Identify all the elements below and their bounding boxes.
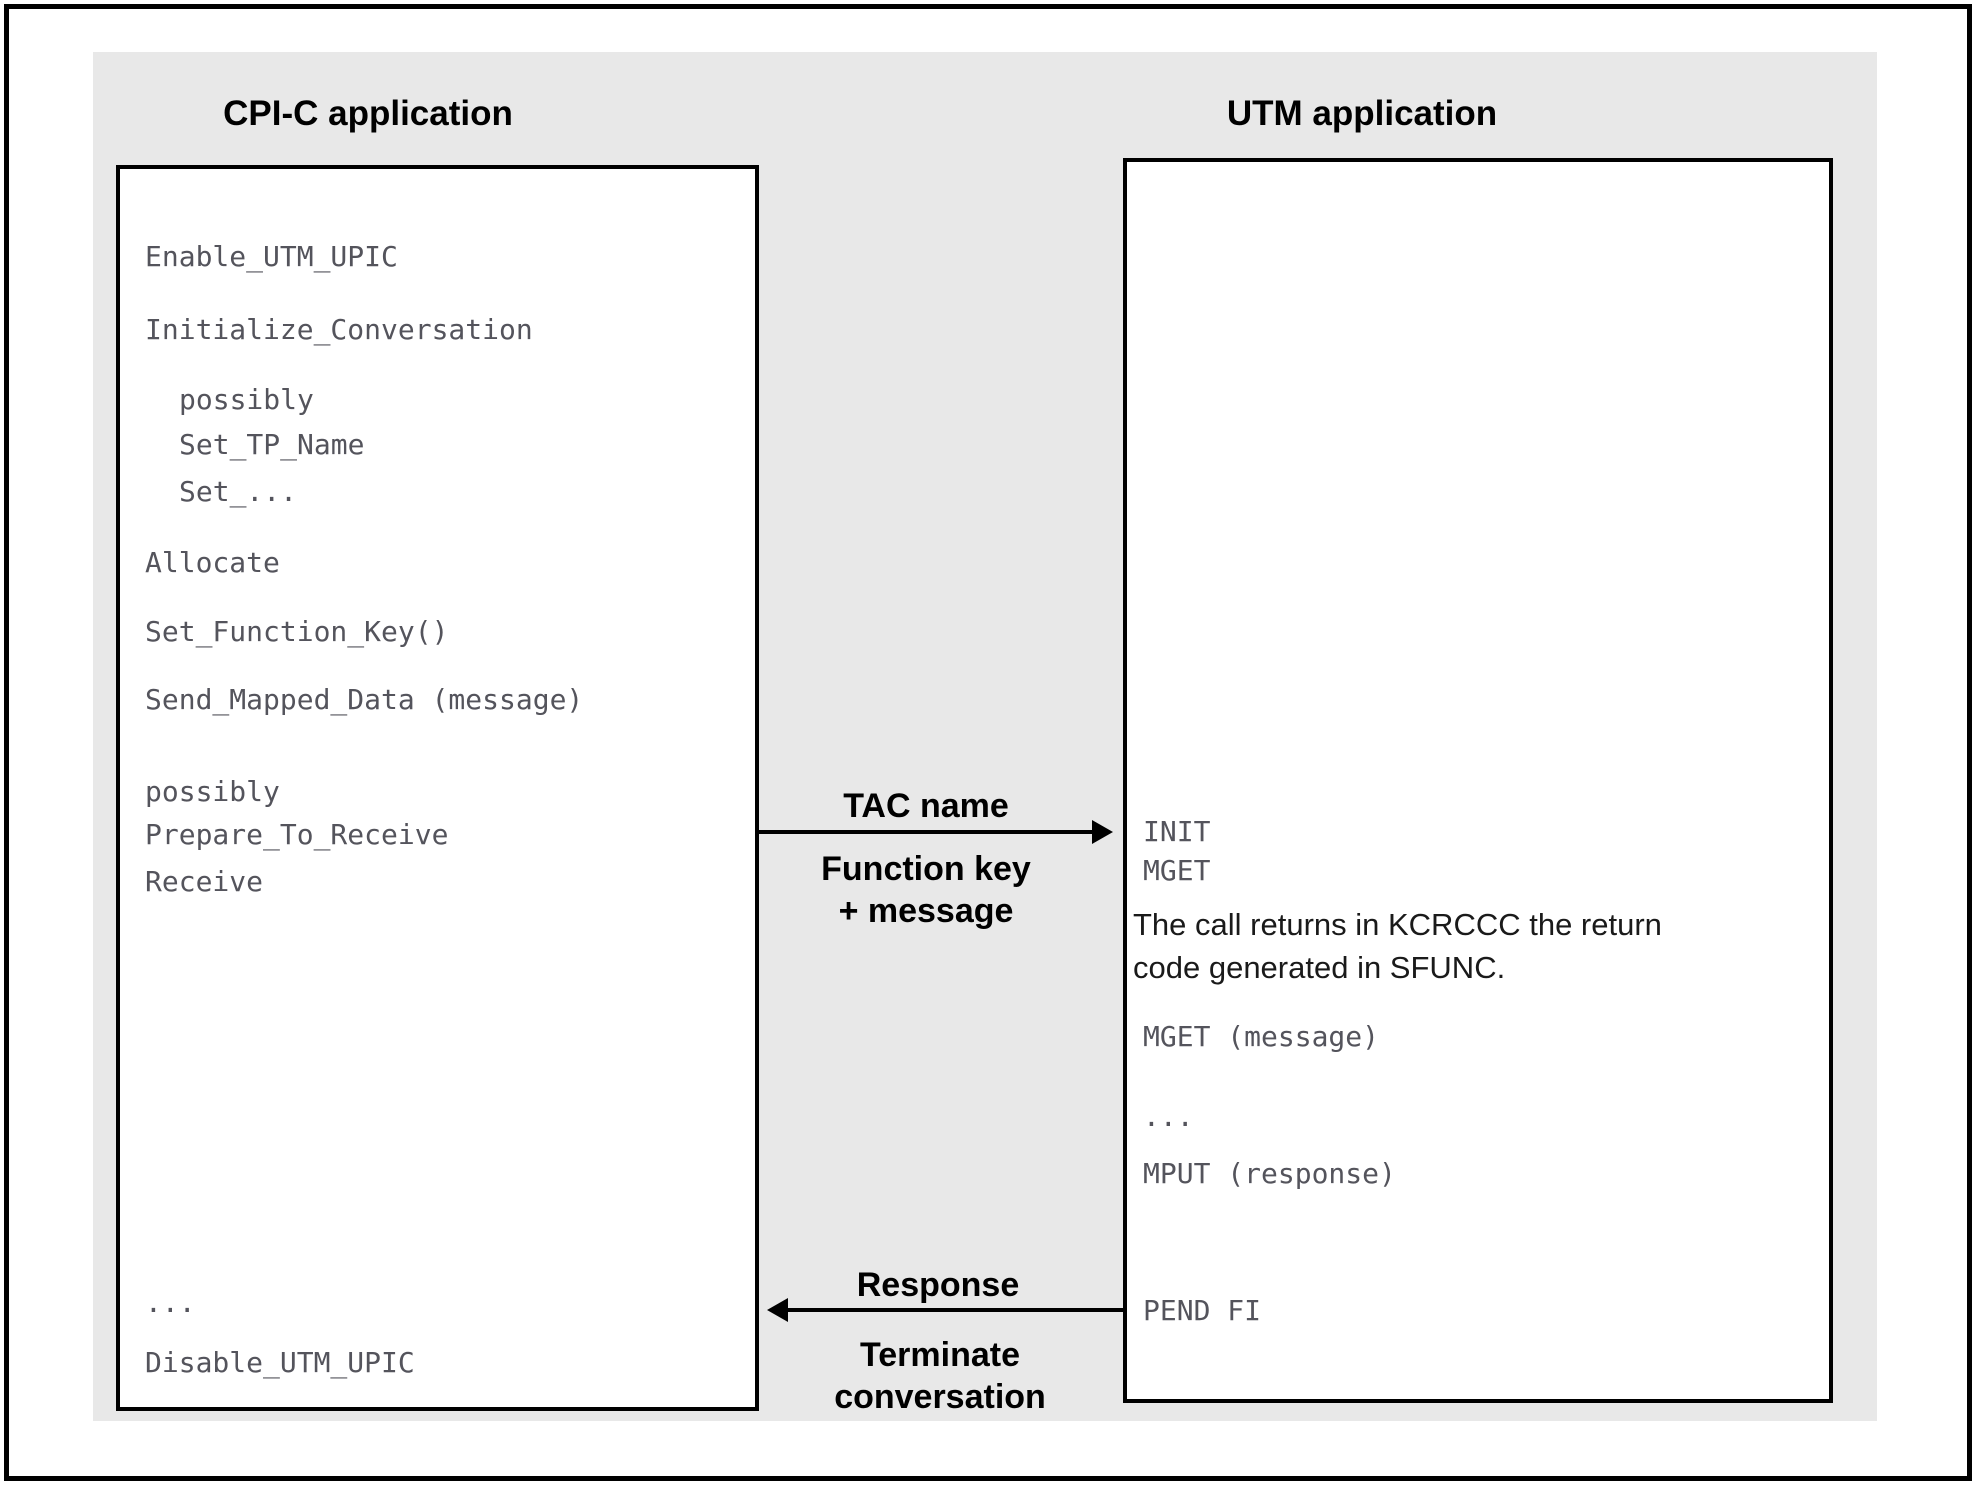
note-line: The call returns in KCRCCC the return: [1133, 907, 1662, 942]
response-arrow-sublabel: Terminate conversation: [790, 1334, 1090, 1418]
code-line: Set_TP_Name: [179, 428, 365, 461]
cpic-title: CPI-C application: [223, 94, 513, 133]
code-line: Send_Mapped_Data (message): [145, 683, 584, 716]
code-line: possibly: [179, 383, 314, 416]
arrowhead-left-icon: [767, 1298, 788, 1322]
code-line: Initialize_Conversation: [145, 313, 533, 346]
code-line: Receive: [145, 865, 264, 898]
code-line: ...: [145, 1286, 196, 1319]
code-line: Enable_UTM_UPIC: [145, 240, 398, 273]
code-line: INIT: [1143, 815, 1211, 848]
response-sublabel-line1: Terminate: [860, 1336, 1020, 1374]
request-sublabel-line2: + message: [838, 892, 1014, 930]
code-line: MGET (message): [1143, 1020, 1380, 1053]
note-line: code generated in SFUNC.: [1133, 950, 1506, 985]
code-line: ...: [1143, 1100, 1194, 1133]
code-line: MGET: [1143, 854, 1211, 887]
utm-box: [1123, 158, 1833, 1403]
response-sublabel-line2: conversation: [834, 1378, 1046, 1416]
request-arrow-sublabel: Function key + message: [776, 848, 1076, 932]
code-line: possibly: [145, 775, 280, 808]
response-arrow-line: [786, 1308, 1123, 1312]
code-line: MPUT (response): [1143, 1157, 1396, 1190]
code-line: Disable_UTM_UPIC: [145, 1346, 415, 1379]
arrowhead-right-icon: [1092, 820, 1113, 844]
request-arrow-line: [759, 830, 1095, 834]
outer-border: [4, 4, 1972, 1481]
request-sublabel-line1: Function key: [821, 850, 1031, 888]
request-arrow-label: TAC name: [843, 787, 1009, 825]
code-line: Set_...: [179, 475, 298, 508]
code-line: PEND FI: [1143, 1294, 1262, 1327]
code-line: Allocate: [145, 546, 280, 579]
code-line: Set_Function_Key(): [145, 615, 449, 648]
utm-title: UTM application: [1226, 94, 1498, 133]
response-arrow-label: Response: [856, 1266, 1020, 1304]
cpic-box: [116, 165, 759, 1411]
code-line: Prepare_To_Receive: [145, 818, 449, 851]
